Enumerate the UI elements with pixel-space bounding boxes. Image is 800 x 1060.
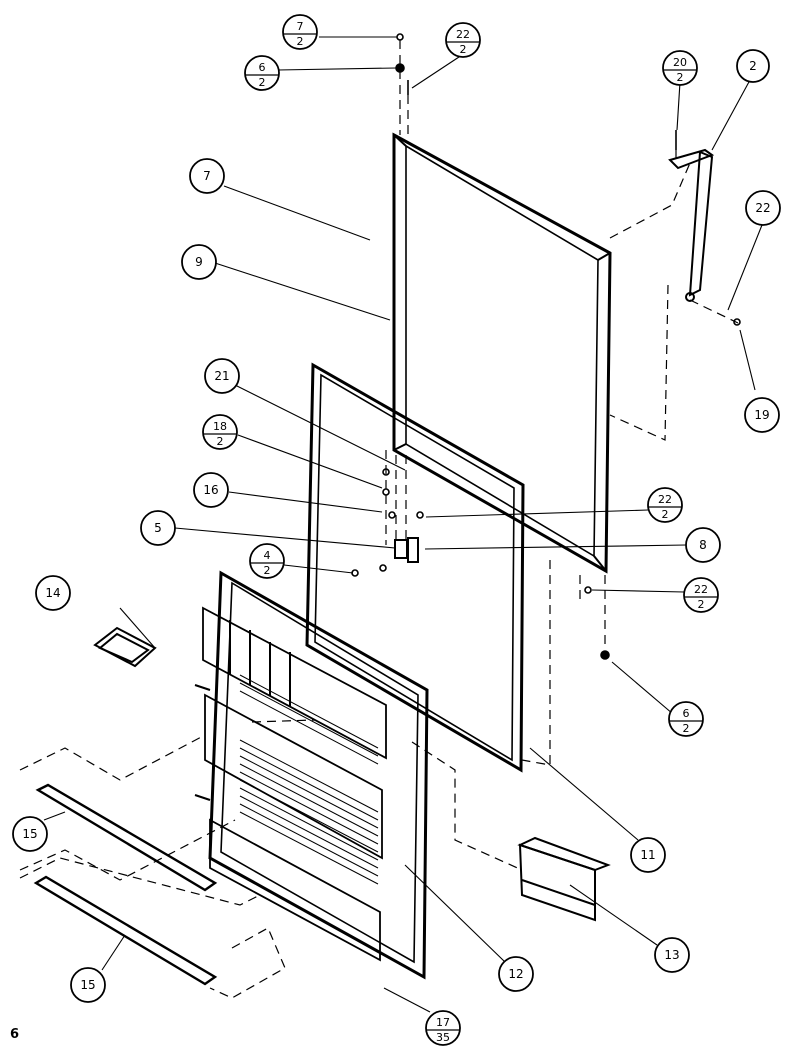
svg-text:18: 18 (213, 420, 227, 433)
svg-text:11: 11 (640, 848, 655, 862)
hinge-bracket (668, 148, 715, 302)
hinge-assembly (394, 537, 419, 563)
callout-13: 13 (654, 937, 690, 973)
callout-20-2: 20 2 (662, 50, 698, 86)
svg-text:22: 22 (456, 28, 470, 41)
door-panel (392, 132, 612, 574)
svg-text:2: 2 (677, 71, 684, 84)
callout-22-2-top: 22 2 (445, 22, 481, 58)
svg-text:2: 2 (683, 722, 690, 735)
callout-19: 19 (744, 397, 780, 433)
svg-text:2: 2 (460, 43, 467, 56)
callout-9: 9 (181, 244, 217, 280)
svg-text:7: 7 (297, 20, 304, 33)
callout-6-2-low: 6 2 (668, 701, 704, 737)
callout-5: 5 (140, 510, 176, 546)
callout-12: 12 (498, 956, 534, 992)
callouts: 7 2 22 2 6 2 20 2 2 7 (12, 14, 781, 1046)
small-tray (93, 626, 157, 668)
svg-text:2: 2 (297, 35, 304, 48)
callout-7-2-top: 7 2 (282, 14, 318, 50)
callout-22-2-low: 22 2 (683, 577, 719, 613)
callout-21: 21 (204, 358, 240, 394)
page-number: 6 (10, 1027, 19, 1042)
svg-text:8: 8 (699, 538, 707, 552)
liner-grille (239, 674, 379, 885)
svg-text:4: 4 (264, 549, 271, 562)
svg-text:2: 2 (698, 598, 705, 611)
part-drawings (33, 33, 741, 986)
svg-text:17: 17 (436, 1016, 450, 1029)
svg-text:2: 2 (749, 59, 757, 73)
callout-7: 7 (189, 158, 225, 194)
callout-15-upper: 15 (12, 816, 48, 852)
svg-text:13: 13 (664, 948, 679, 962)
svg-text:22: 22 (755, 201, 770, 215)
callout-2: 2 (736, 49, 770, 83)
door-gasket (305, 362, 525, 773)
svg-text:15: 15 (80, 978, 95, 992)
svg-text:22: 22 (658, 493, 672, 506)
svg-text:20: 20 (673, 56, 687, 69)
svg-text:16: 16 (203, 483, 218, 497)
door-liner (194, 570, 429, 980)
callout-4-2: 4 2 (249, 543, 285, 579)
callout-18-2: 18 2 (202, 414, 238, 450)
svg-text:12: 12 (508, 967, 523, 981)
svg-text:7: 7 (203, 169, 211, 183)
svg-text:2: 2 (662, 508, 669, 521)
callout-15-lower: 15 (70, 967, 106, 1003)
callout-22-2-mid: 22 2 (647, 487, 683, 523)
svg-text:6: 6 (683, 707, 690, 720)
callout-16: 16 (193, 472, 229, 508)
trim-strip-lower (33, 875, 218, 986)
callout-6-2-top: 6 2 (244, 55, 280, 91)
svg-text:19: 19 (754, 408, 769, 422)
svg-text:2: 2 (217, 435, 224, 448)
callout-8: 8 (685, 527, 721, 563)
svg-text:22: 22 (694, 583, 708, 596)
leader-lines (43, 36, 763, 1013)
assembly-lines (19, 40, 739, 999)
svg-text:2: 2 (264, 564, 271, 577)
svg-text:2: 2 (259, 76, 266, 89)
svg-text:14: 14 (45, 586, 60, 600)
callout-11: 11 (630, 837, 666, 873)
fasteners (351, 33, 741, 660)
svg-text:21: 21 (214, 369, 229, 383)
svg-text:5: 5 (154, 521, 162, 535)
svg-text:15: 15 (22, 827, 37, 841)
svg-text:6: 6 (259, 61, 266, 74)
trim-strip-upper (35, 783, 218, 892)
svg-text:9: 9 (195, 255, 203, 269)
door-handle (517, 836, 611, 922)
callout-22-right: 22 (745, 190, 781, 226)
svg-text:35: 35 (436, 1031, 450, 1044)
callout-17-35: 17 35 (425, 1010, 461, 1046)
callout-14: 14 (35, 575, 71, 611)
